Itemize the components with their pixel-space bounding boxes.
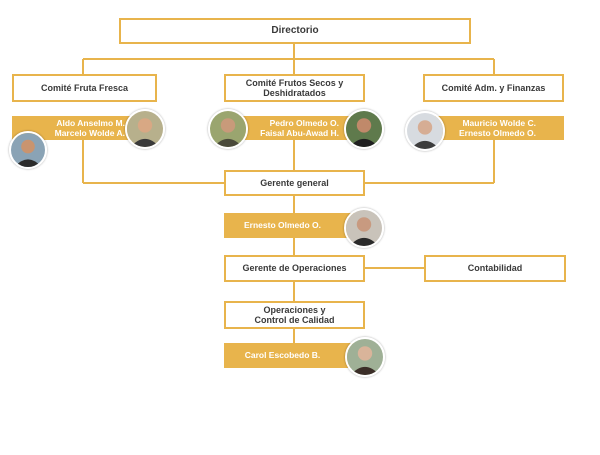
person-photo-avatar	[344, 208, 384, 248]
committee-adm-finanzas-label: Comité Adm. y Finanzas	[441, 82, 546, 93]
person-photo-avatar	[344, 109, 384, 149]
contabilidad-label: Contabilidad	[467, 263, 523, 274]
member-name: Mauricio Wolde C.	[462, 117, 536, 128]
committee-frutos-secos-label-line1: Comité Frutos Secos y	[245, 77, 344, 88]
directorio-box: Directorio	[119, 18, 471, 44]
person-photo-avatar	[208, 109, 248, 149]
committee-fruta-fresca-box: Comité Fruta Fresca	[12, 74, 157, 102]
member-name: Ernesto Olmedo O.	[459, 128, 536, 138]
person-photo-icon	[127, 111, 163, 147]
contabilidad-box: Contabilidad	[424, 255, 566, 282]
member-name: Pedro Olmedo O.	[269, 117, 339, 128]
operaciones-calidad-label-line1: Operaciones y	[263, 304, 326, 315]
operaciones-calidad-box: Operaciones y Control de Calidad	[224, 301, 365, 329]
operaciones-calidad-label-line2: Control de Calidad	[254, 315, 335, 325]
gerente-operaciones-label: Gerente de Operaciones	[242, 263, 347, 274]
person-photo-avatar	[9, 131, 47, 169]
committee-fruta-fresca-label: Comité Fruta Fresca	[40, 82, 129, 93]
person-photo-avatar	[125, 109, 165, 149]
gerente-general-name: Ernesto Olmedo O.	[244, 220, 321, 231]
directorio-label: Directorio	[271, 25, 319, 37]
operaciones-calidad-name-bar: Carol Escobedo B.	[224, 343, 365, 368]
person-photo-icon	[346, 111, 382, 147]
committee-frutos-secos-label-line2: Deshidratados	[263, 88, 326, 98]
member-name: Marcelo Wolde A.	[54, 128, 125, 138]
gerente-general-name-bar: Ernesto Olmedo O.	[224, 213, 365, 238]
person-photo-icon	[210, 111, 246, 147]
adm-finanzas-members-bar: Mauricio Wolde C. Ernesto Olmedo O.	[423, 116, 564, 140]
operaciones-calidad-name: Carol Escobedo B.	[244, 350, 321, 361]
person-photo-icon	[407, 113, 443, 149]
person-photo-icon	[347, 339, 383, 375]
gerente-operaciones-box: Gerente de Operaciones	[224, 255, 365, 282]
person-photo-icon	[11, 133, 45, 167]
committee-adm-finanzas-box: Comité Adm. y Finanzas	[423, 74, 564, 102]
committee-frutos-secos-box: Comité Frutos Secos y Deshidratados	[224, 74, 365, 102]
gerente-general-box: Gerente general	[224, 170, 365, 196]
person-photo-avatar	[405, 111, 445, 151]
person-photo-icon	[346, 210, 382, 246]
person-photo-avatar	[345, 337, 385, 377]
gerente-general-label: Gerente general	[260, 177, 329, 188]
member-name: Aldo Anselmo M.	[56, 117, 125, 128]
member-name: Faisal Abu-Awad H.	[260, 128, 339, 138]
